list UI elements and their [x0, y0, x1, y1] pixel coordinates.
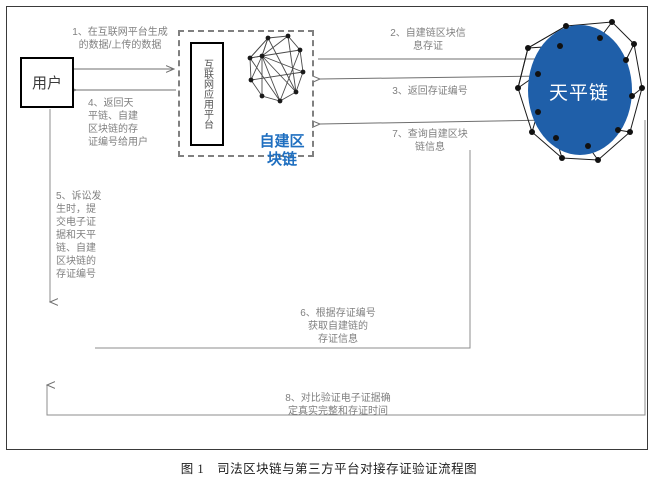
- flow-arrow-7: [320, 119, 553, 124]
- flow-label-3: 3、返回存证编号: [392, 86, 468, 97]
- flow-label-7: 7、查询自建区块 链信息: [392, 129, 468, 153]
- node-user-label: 用户: [31, 75, 62, 92]
- judicial-chain-label: 天平链: [548, 83, 609, 104]
- flow-arrow-8: [47, 120, 646, 416]
- self-built-chain-network: [248, 35, 304, 102]
- flow-arrow-6: [95, 150, 471, 349]
- flow-label-2: 2、自建链区块信 息存证: [390, 28, 466, 52]
- self-built-chain-nodes: [247, 33, 306, 104]
- judicial-chain-nodes: [515, 19, 645, 163]
- flow-label-8: 8、对比验证电子证据确 定真实完整和存证时间: [285, 393, 391, 417]
- flow-label-6: 6、根据存证编号 获取自建链的 存证信息: [300, 308, 376, 345]
- figure-caption: 图 1 司法区块链与第三方平台对接存证验证流程图: [180, 462, 478, 476]
- self-built-chain-label: 自建区 块链: [259, 133, 305, 168]
- node-internet-platform[interactable]: 互联网应用平台: [190, 42, 224, 146]
- flow-label-4: 4、返回天 平链、自建 区块链的存 证编号给用户: [88, 98, 148, 148]
- flow-label-5: 5、诉讼发 生时，提 交电子证 据和天平 链、自建 区块链的 存证编号: [56, 191, 102, 280]
- judicial-chain-ellipse: [528, 25, 632, 155]
- third-party-platform-zone: [178, 30, 314, 157]
- node-user[interactable]: 用户: [20, 57, 74, 108]
- flow-label-1: 1、在互联网平台生成 的数据/上传的数据: [72, 27, 168, 51]
- flow-arrow-3: [320, 76, 549, 79]
- node-internet-platform-label: 互联网应用平台: [201, 59, 213, 129]
